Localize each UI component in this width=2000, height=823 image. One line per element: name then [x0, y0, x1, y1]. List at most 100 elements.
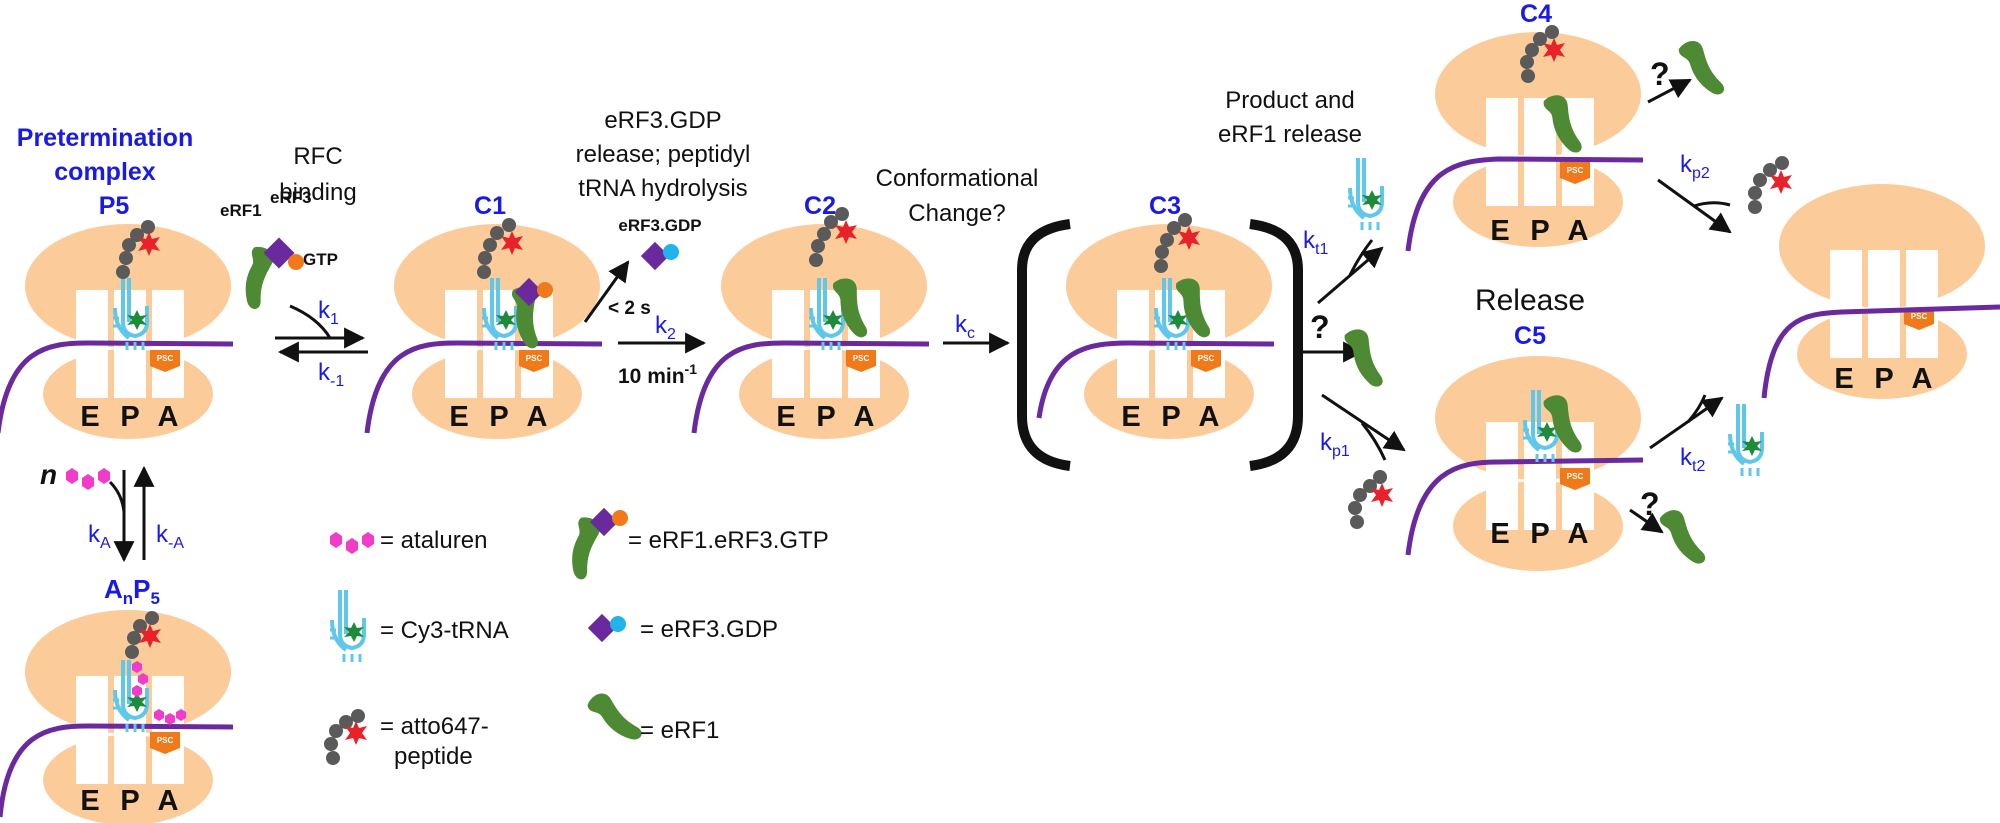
bracket-left [1017, 219, 1071, 471]
q-erf1-middle: ? [1310, 309, 1330, 345]
psc-label: PSC [853, 354, 870, 363]
conf-label-1: Conformational [876, 165, 1039, 192]
legend-erf1-icon [584, 687, 644, 751]
legend-erf3-gdp-icon [587, 613, 626, 643]
p5-title-line2: complex [54, 158, 156, 186]
legend-ataluren-label: = ataluren [380, 527, 487, 554]
k1-label: k1 [318, 297, 339, 328]
psc-label: PSC [1198, 354, 1215, 363]
gdp-release-arrow [583, 260, 630, 323]
p5-title-line1: Pretermination [17, 124, 193, 152]
erf3gdp-released-label: eRF3.GDP [618, 216, 701, 235]
ribosome-c1: PSC E P A [364, 218, 603, 439]
q-c5: ? [1640, 486, 1660, 522]
site-a: A [1568, 518, 1589, 550]
c5-erf1-release-arrow [1629, 508, 1664, 534]
c4-erf1-release-arrow [1647, 78, 1692, 104]
legend-atto-label-2: peptide [394, 743, 473, 770]
release-label-2: release; peptidyl [576, 141, 751, 168]
site-a: A [1912, 363, 1933, 395]
site-p: P [1161, 401, 1180, 433]
kp1-curve [1360, 422, 1387, 461]
psc-label: PSC [157, 736, 174, 745]
trna-released-2 [1726, 402, 1764, 478]
site-e: E [80, 401, 99, 433]
peptide-released-1 [1348, 470, 1393, 529]
erf1-released-middle [1343, 326, 1384, 392]
c4-label: C4 [1520, 0, 1552, 28]
ka-label: kA [88, 521, 111, 552]
psc-label: PSC [157, 354, 174, 363]
legend-atto-label-1: = atto647- [380, 713, 489, 740]
erf3gdp-released [640, 241, 679, 271]
n-label: n [40, 459, 57, 490]
ribosome-anp5: PSC E P A [0, 610, 234, 823]
psc-label: PSC [1567, 472, 1584, 481]
c3-label: C3 [1149, 192, 1181, 220]
c1-label: C1 [474, 192, 506, 220]
erf1-released-top [1676, 36, 1726, 103]
site-e: E [776, 401, 795, 433]
legend-erf3-gdp-label: = eRF3.GDP [640, 616, 778, 643]
anp5-label: AnP5 [104, 574, 160, 608]
trna-released-1 [1346, 156, 1384, 232]
legend-erf1-label: = eRF1 [640, 717, 719, 744]
site-a: A [158, 401, 179, 433]
site-a: A [158, 785, 179, 817]
prod-release-label-1: Product and [1225, 87, 1354, 114]
p5-label: P5 [99, 192, 130, 220]
ribosome-c2: PSC E P A [691, 207, 930, 439]
site-e: E [1834, 363, 1853, 395]
rfc-binding-label-2: binding [279, 179, 356, 206]
site-p: P [1530, 518, 1549, 550]
release-label-3: tRNA hydrolysis [578, 175, 747, 202]
kt2-arrow [1649, 396, 1724, 450]
psc-label: PSC [1911, 312, 1928, 321]
ribosome-p5: PSC E P A [0, 220, 234, 439]
erf3-label: eRF3 [270, 188, 312, 207]
site-p: P [120, 785, 139, 817]
kt1-label: kt1 [1303, 227, 1328, 258]
site-e: E [1490, 518, 1509, 550]
site-p: P [1874, 363, 1893, 395]
k2-label: k2 [655, 312, 676, 343]
legend: = ataluren = Cy3-tRNA = atto647- peptide… [324, 507, 829, 770]
site-p: P [816, 401, 835, 433]
kc-label: kc [955, 311, 975, 342]
lt2s-label: < 2 s [608, 298, 651, 319]
site-a: A [1568, 215, 1589, 247]
ribosome-c4: PSC E P A [1405, 25, 1644, 252]
legend-erf1-erf3-gtp-label: = eRF1.eRF3.GTP [628, 527, 829, 554]
k1-inflow-curve [289, 304, 332, 339]
ribosome-c5: PSC E P A [1405, 356, 1644, 571]
kp2-curve [1693, 201, 1731, 208]
site-e: E [1121, 401, 1140, 433]
ribosome-c3: PSC E P A [1036, 213, 1275, 439]
legend-erf1-erf3-gtp-icon [560, 507, 628, 581]
ataluren-free [66, 468, 110, 490]
prod-release-label-2: eRF1 release [1218, 121, 1362, 148]
site-p: P [489, 401, 508, 433]
ka-curve [108, 480, 126, 513]
legend-ataluren-icon [330, 532, 374, 554]
bracket-right [1249, 219, 1303, 471]
release-title: Release [1475, 284, 1585, 317]
ribosome-final: PSC E P A [1761, 184, 2000, 399]
conf-label-2: Change? [908, 200, 1005, 227]
erf1-label: eRF1 [220, 201, 262, 220]
kt1-curve [1348, 239, 1374, 276]
psc-label: PSC [526, 354, 543, 363]
site-e: E [449, 401, 468, 433]
erf1-released-bottom [1657, 505, 1708, 572]
site-p: P [1530, 215, 1549, 247]
site-a: A [854, 401, 875, 433]
psc-label: PSC [1567, 166, 1584, 175]
c5-label: C5 [1514, 322, 1546, 350]
kt1-arrow [1317, 246, 1384, 305]
erf1-erf3-gtp-free [233, 237, 304, 311]
kt2-label: kt2 [1680, 444, 1705, 475]
km1-label: k-1 [318, 359, 344, 390]
site-p: P [120, 401, 139, 433]
rfc-binding-label-1: RFC [293, 143, 342, 170]
